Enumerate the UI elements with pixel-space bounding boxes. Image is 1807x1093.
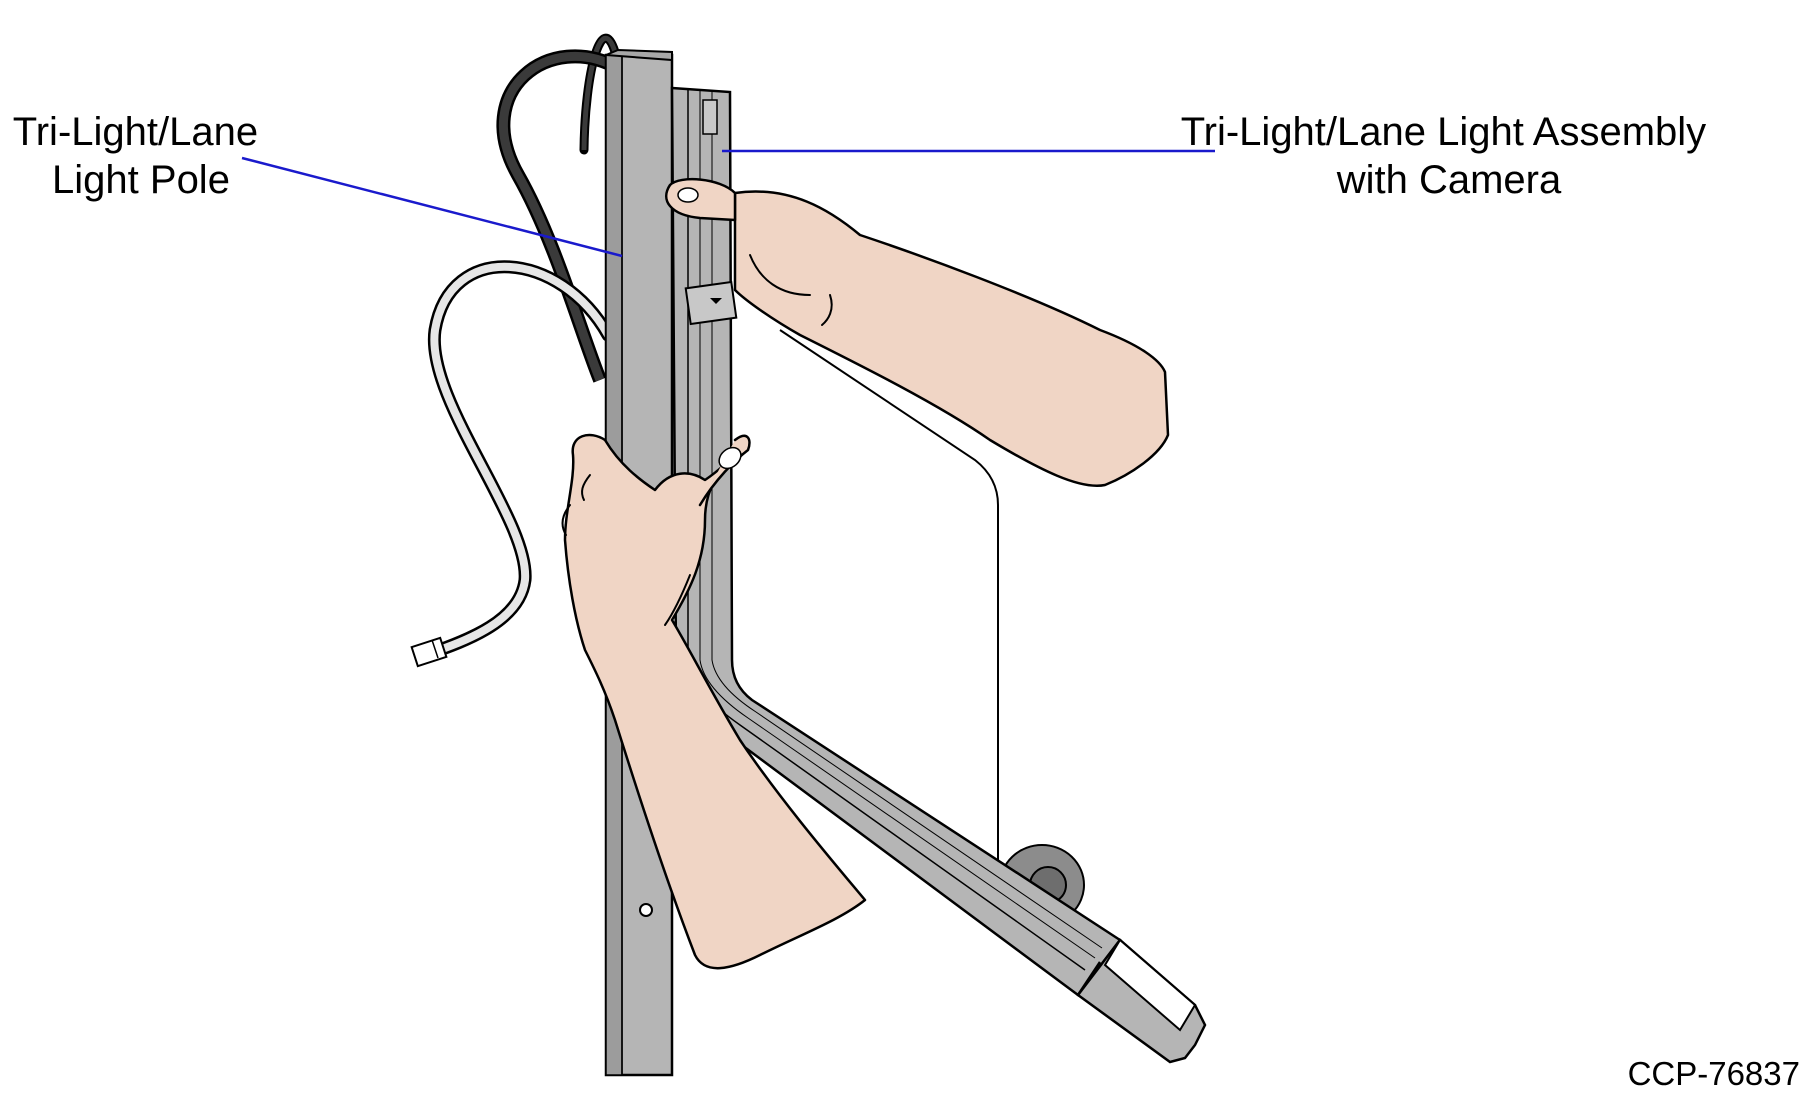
pole-label-line2: Light Pole — [52, 158, 230, 202]
cable-connector — [410, 636, 448, 668]
pole-label-line1: Tri-Light/Lane — [13, 110, 258, 154]
light-cable-fill — [421, 262, 612, 659]
lower-hand — [561, 433, 867, 970]
assembly-label-line2: with Camera — [1336, 158, 1562, 202]
mount-wire — [779, 329, 999, 860]
assembly-label-line1: Tri-Light/Lane Light Assembly — [1181, 110, 1706, 154]
upper-hand — [665, 178, 1170, 487]
pole-label: Tri-Light/Lane Light Pole — [13, 110, 269, 202]
dark-cable-loop-fill — [499, 52, 621, 382]
figure-id: CCP-76837 — [1628, 1055, 1800, 1092]
assembly-label: Tri-Light/Lane Light Assembly with Camer… — [1181, 110, 1718, 202]
pole-leader-line — [241, 156, 623, 258]
